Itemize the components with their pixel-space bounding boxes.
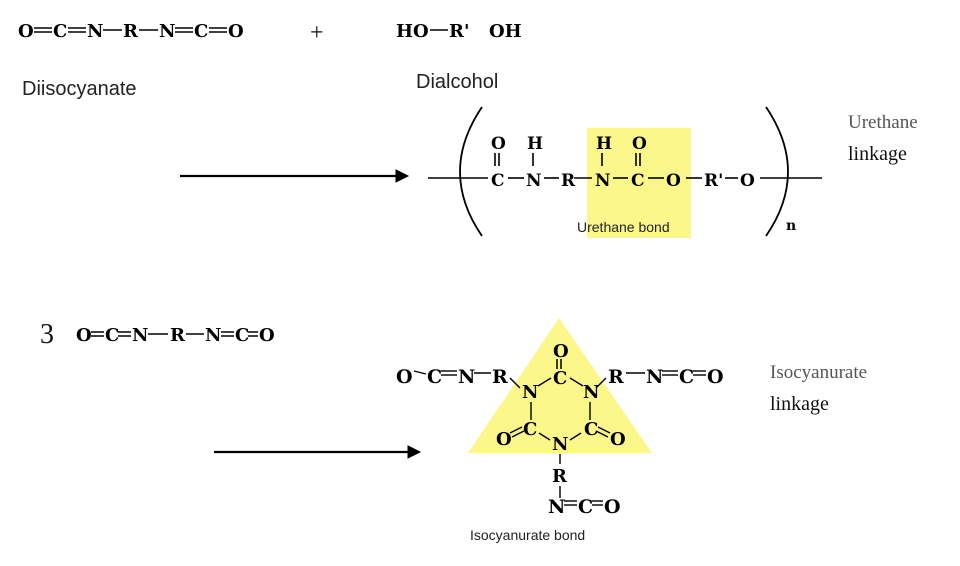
atom: C [679, 366, 694, 388]
dialcohol-label: Dialcohol [416, 71, 498, 93]
atom: R [561, 171, 576, 191]
left-bracket [459, 106, 483, 237]
atom: R' [704, 171, 723, 191]
atom: O [666, 171, 681, 191]
atom: C [491, 171, 505, 191]
atom: O [740, 171, 755, 191]
atom: N [132, 325, 148, 346]
atom: C [584, 419, 598, 440]
atom: C [53, 21, 67, 42]
reaction-arrow-2 [214, 445, 422, 459]
isocyanurate-bond-highlight [468, 318, 652, 453]
atom: C [578, 496, 593, 518]
atom: R [492, 366, 508, 388]
dialcohol-formula: HO R' OH [396, 21, 522, 42]
atom: O [553, 341, 569, 362]
atom: OH [489, 21, 522, 42]
atom: O [496, 429, 512, 450]
urethane-bond-label: Urethane bond [577, 219, 670, 235]
bond [595, 430, 609, 438]
diisocyanate-label: Diisocyanate [22, 78, 137, 100]
atom: N [205, 325, 221, 346]
atom: O [228, 21, 244, 42]
bond [509, 377, 521, 389]
bond [597, 426, 611, 434]
isocyanurate-linkage-label: Isocyanurate [770, 362, 867, 383]
atom: R [608, 366, 624, 388]
atom: R [552, 466, 568, 487]
atom: O [604, 496, 621, 518]
atom: O [76, 325, 92, 346]
repeat-subscript: n [786, 218, 796, 234]
bond [413, 370, 427, 375]
urethane-bond-highlight [587, 128, 691, 238]
isocyanate-reactant-2: O C N R N C O [76, 325, 275, 346]
bond [509, 426, 523, 434]
atom: C [235, 325, 249, 346]
atom: N [646, 366, 663, 388]
atom: R [123, 21, 139, 42]
atom: N [552, 434, 568, 455]
atom: N [522, 382, 538, 403]
atom: C [194, 21, 208, 42]
linkage-word: linkage [848, 143, 907, 165]
atom: N [159, 21, 175, 42]
atom: H [596, 134, 612, 154]
atom: O [707, 366, 724, 388]
diisocyanate-formula: O C N R N C O [18, 21, 244, 42]
linkage-word-2: linkage [770, 393, 829, 415]
atom: C [105, 325, 119, 346]
reaction-arrow-1 [180, 169, 410, 183]
atom: O [610, 429, 626, 450]
atom: R' [449, 21, 469, 42]
atom: O [18, 21, 34, 42]
plus-sign: + [310, 20, 324, 46]
atom: C [427, 366, 442, 388]
atom: O [396, 366, 413, 388]
atom: C [553, 368, 567, 389]
atom: O [632, 134, 647, 154]
bond [569, 377, 584, 387]
atom: C [523, 419, 537, 440]
right-bracket [765, 106, 789, 237]
bond [537, 377, 552, 387]
atom: C [631, 171, 645, 191]
isocyanurate-bond-label: Isocyanurate bond [470, 527, 585, 543]
atom: H [527, 134, 543, 154]
bond [538, 432, 551, 441]
atom: O [259, 325, 275, 346]
atom: N [548, 496, 565, 518]
atom: HO [396, 21, 429, 42]
atom: N [458, 366, 475, 388]
atom: O [491, 134, 506, 154]
bond [569, 432, 582, 441]
atom: R [170, 325, 186, 346]
stoichiometric-coefficient: 3 [40, 319, 54, 350]
isocyanurate-ring: O C O C N R R N C O N N C C O [396, 318, 724, 543]
atom: N [87, 21, 103, 42]
atom: N [583, 382, 599, 403]
polyurethane-repeat-unit: n C N R N C O R' O O H H O Urethane bond [428, 106, 822, 238]
bond [511, 430, 525, 438]
atom: N [595, 171, 611, 191]
bond [595, 377, 607, 389]
urethane-linkage-label: Urethane [848, 112, 918, 133]
atom: N [526, 171, 542, 191]
